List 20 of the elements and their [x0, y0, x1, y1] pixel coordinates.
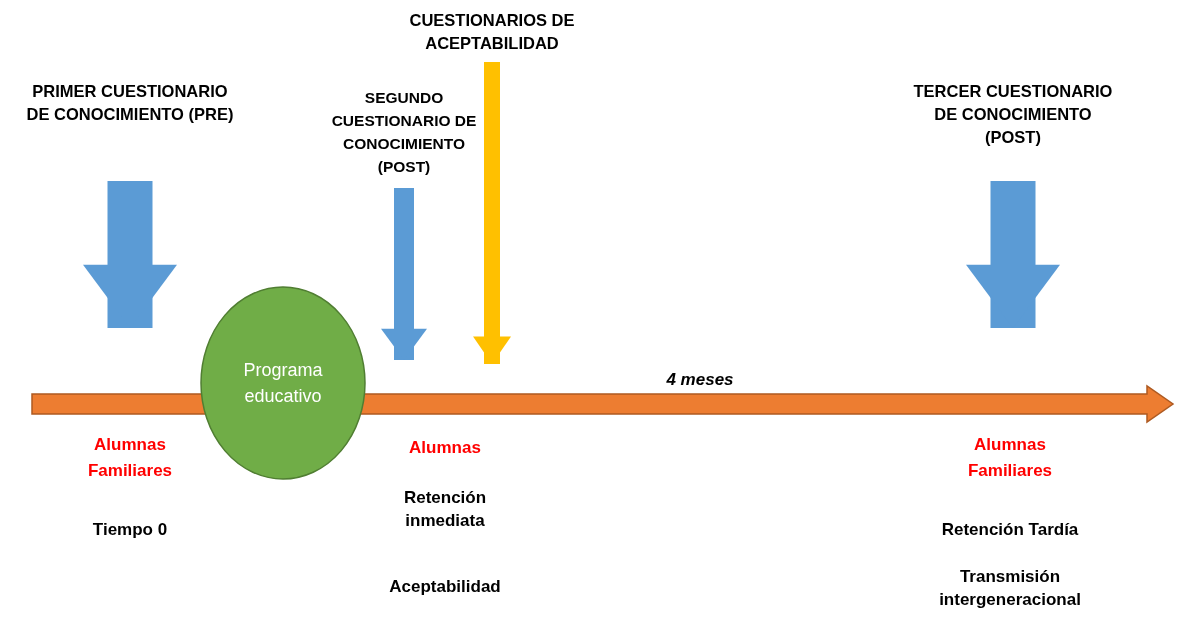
arrow — [966, 181, 1060, 328]
heading-text: CUESTIONARIOS DE ACEPTABILIDAD — [408, 10, 576, 54]
annotation-text: Alumnas — [408, 437, 482, 459]
annotation-text: Alumnas Familiares — [966, 434, 1054, 482]
heading-text: PRIMER CUESTIONARIO DE CONOCIMIENTO (PRE) — [25, 81, 235, 125]
annotation-text: Retención Tardía — [940, 519, 1080, 541]
node-text: Programa educativo — [242, 359, 324, 408]
duration-label: 4 meses — [665, 369, 735, 391]
heading-text: SEGUNDO CUESTIONARIO DE CONOCIMIENTO (POST) — [330, 88, 478, 177]
arrow — [381, 188, 427, 360]
annotation-text: Aceptabilidad — [388, 576, 502, 598]
arrow — [473, 62, 511, 364]
timeline-arrow — [30, 384, 1175, 424]
annotation-text: Retención inmediata — [402, 487, 488, 532]
heading-text: TERCER CUESTIONARIO DE CONOCIMIENTO (POST) — [912, 81, 1114, 148]
annotation-text: Tiempo 0 — [91, 519, 169, 541]
annotation-text: Alumnas Familiares — [86, 434, 174, 482]
arrow — [83, 181, 177, 328]
annotation-text: Transmisión intergeneracional — [938, 566, 1082, 611]
program-ellipse — [200, 286, 366, 480]
